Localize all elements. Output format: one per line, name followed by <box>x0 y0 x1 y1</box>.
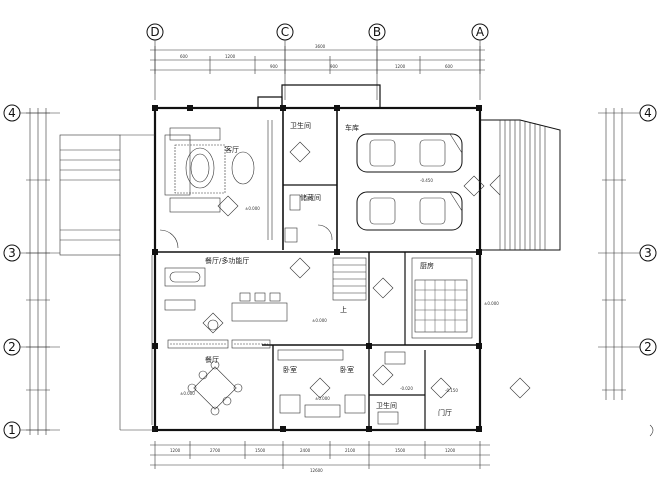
bath-top: 卫生间 储藏间 <box>284 121 333 243</box>
svg-text:2100: 2100 <box>345 448 356 453</box>
svg-text:1: 1 <box>8 423 16 437</box>
column-axis-a-label: A <box>476 25 485 39</box>
column-axis-c-label: C <box>281 25 289 39</box>
garage-label: 车库 <box>345 123 359 132</box>
bath-label: 卫生间 <box>290 121 311 130</box>
edge-mark <box>649 424 654 437</box>
top-dim-6: 600 <box>445 64 453 69</box>
svg-text:2700: 2700 <box>210 448 221 453</box>
left-dimension-lines <box>26 108 50 435</box>
svg-text:4: 4 <box>644 106 652 120</box>
entrance: 门厅 -0.150 <box>438 388 458 417</box>
kitchen-hatch: 厨房 ±0.000 <box>411 257 499 339</box>
dining-room: 餐厅 ±0.000 <box>180 355 243 416</box>
bath2-label: 卫生间 <box>376 401 397 410</box>
column-axis-b-label: B <box>373 25 381 39</box>
column-axis-d-label: D <box>150 25 159 39</box>
dining-bar-label: 餐厅/多功能厅 <box>205 256 249 265</box>
bath-level: -0.020 <box>400 386 413 391</box>
kitchen-counters <box>167 339 271 349</box>
kitchen-level: ±0.000 <box>484 301 499 306</box>
kitchen-label: 厨房 <box>420 261 434 270</box>
top-overall-dim: 3600 <box>315 44 326 49</box>
garage-level: -0.450 <box>420 178 433 183</box>
stair-up-label: 上 <box>340 305 347 314</box>
living-room-label: 客厅 <box>225 145 239 154</box>
hall-level: ±0.000 <box>312 318 327 323</box>
right-dimension-lines <box>602 108 626 400</box>
dining-room-label: 餐厅 <box>205 355 219 364</box>
svg-text:1500: 1500 <box>255 448 266 453</box>
west-exterior-stairs <box>59 134 155 431</box>
bedroom-area: 卧室 卧室 ±0.000 <box>277 349 366 418</box>
bedroom2-label: 卧室 <box>340 365 354 374</box>
top-dim-1: 600 <box>180 54 188 59</box>
laundry-bath: 卫生间 -0.020 <box>376 351 413 425</box>
row-axis-3-right: 3 <box>598 244 657 262</box>
svg-text:4: 4 <box>8 106 16 120</box>
row-axis-2-right: 2 <box>598 338 657 356</box>
dining-level: ±0.000 <box>180 391 195 396</box>
entrance-level: -0.150 <box>445 388 458 393</box>
top-dim-5: 1200 <box>395 64 406 69</box>
floor-markers <box>202 141 531 399</box>
living-level: ±0.000 <box>245 206 260 211</box>
east-ramp <box>480 119 561 251</box>
svg-text:1200: 1200 <box>170 448 181 453</box>
entrance-label: 门厅 <box>438 408 452 417</box>
svg-text:1200: 1200 <box>445 448 456 453</box>
store-label: 储藏间 <box>300 193 321 202</box>
svg-text:3: 3 <box>8 246 16 260</box>
svg-text:2400: 2400 <box>300 448 311 453</box>
top-dim-2: 1200 <box>225 54 236 59</box>
svg-text:2: 2 <box>644 340 652 354</box>
row-axis-4-right: 4 <box>598 104 657 122</box>
bedroom1-label: 卧室 <box>283 365 297 374</box>
car-bottom <box>356 191 463 231</box>
bottom-overall-dim: 12600 <box>310 468 323 473</box>
svg-text:2: 2 <box>8 340 16 354</box>
top-dim-3: 900 <box>270 64 278 69</box>
svg-text:3: 3 <box>644 246 652 260</box>
living-room: 客厅 ±0.000 <box>159 120 273 249</box>
garage: 车库 -0.450 <box>345 123 463 231</box>
bedroom-level: ±0.000 <box>315 396 330 401</box>
central-stair: 上 <box>332 257 367 314</box>
car-top <box>356 133 463 173</box>
dining-bar: 餐厅/多功能厅 ±0.000 <box>164 256 327 331</box>
exterior-walls <box>153 84 482 432</box>
bottom-dimension-lines: 12600 1200 2700 1500 2400 2100 1500 1200 <box>150 441 490 473</box>
svg-text:1500: 1500 <box>395 448 406 453</box>
top-dim-4: 900 <box>330 64 338 69</box>
top-dimension-lines: 3600 600 1200 900 900 1200 600 <box>150 44 485 74</box>
interior-walls <box>155 108 480 430</box>
